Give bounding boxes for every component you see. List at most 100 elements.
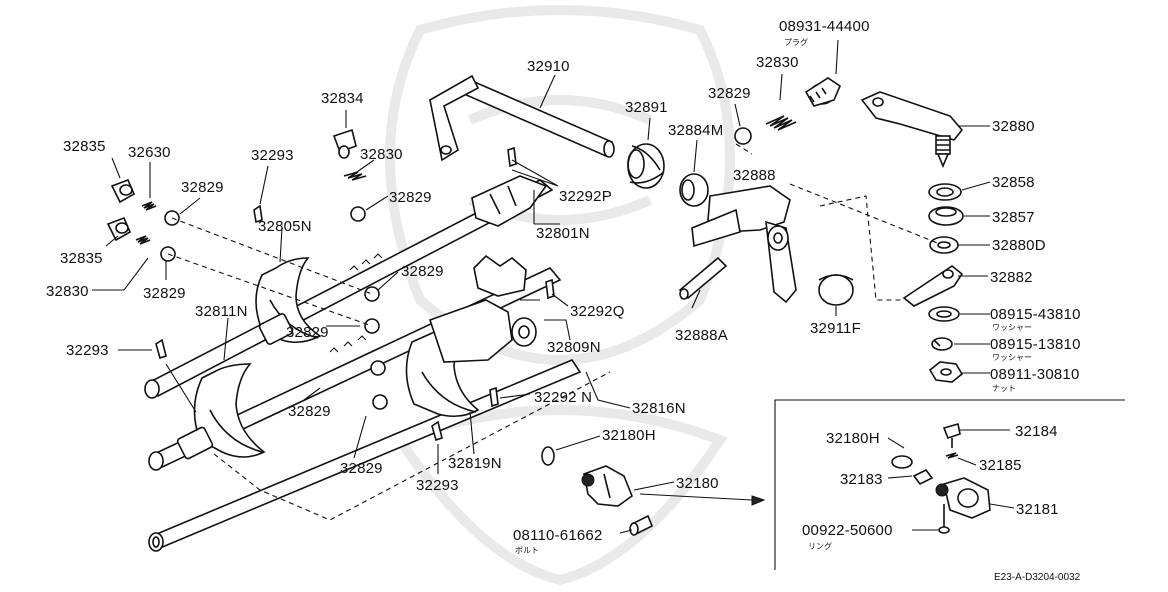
inset-o-ring-32180h	[891, 455, 913, 469]
inset-part-32183	[912, 468, 934, 486]
lever-32882	[902, 265, 964, 307]
spring-32830	[765, 115, 797, 131]
label-32185: 32185	[979, 457, 1022, 474]
bushing-32884m	[679, 173, 709, 207]
select-lever-shaft-32910	[429, 74, 615, 162]
label-32293-a: 32293	[251, 147, 294, 164]
label-32911f: 32911F	[810, 320, 861, 337]
label-washer-a: ワッシャー	[992, 323, 1032, 332]
label-32816n: 32816N	[632, 400, 686, 417]
label-32829-f: 32829	[286, 324, 329, 341]
ball-32829-h	[372, 394, 388, 410]
shift-fork-32816n	[405, 299, 537, 418]
shift-fork-32811n	[176, 363, 266, 460]
label-08931-44400: 08931-44400	[779, 18, 870, 35]
label-32630: 32630	[128, 144, 171, 161]
label-32292p: 32292P	[559, 188, 612, 205]
label-32829-a: 32829	[708, 85, 751, 102]
shift-bracket-32801n	[471, 175, 548, 227]
ball-32829	[734, 127, 752, 145]
label-32184: 32184	[1015, 423, 1058, 440]
label-32829-b: 32829	[181, 179, 224, 196]
part-labels: 08931-44400 プラグ 32830 32910 32829 32834 …	[46, 18, 1081, 583]
washer-32880d	[929, 236, 959, 254]
leader-lines	[92, 39, 1015, 534]
label-32830-a: 32830	[756, 54, 799, 71]
label-washer-b: ワッシャー	[992, 353, 1032, 362]
label-08915-13810: 08915-13810	[990, 336, 1081, 353]
pin-32293-a	[253, 204, 263, 224]
plug-08931-44400	[804, 77, 841, 107]
shift-bracket-32809n	[473, 254, 527, 297]
label-ring: リング	[808, 541, 832, 551]
bolt-08110-61662	[629, 514, 654, 536]
label-32801n: 32801N	[536, 225, 590, 242]
label-32830-c: 32830	[46, 283, 89, 300]
inset-ball-32184	[942, 422, 961, 448]
pin-32292n	[489, 386, 499, 408]
label-32811n: 32811N	[195, 303, 248, 320]
cap-32911f	[818, 274, 854, 306]
label-plug: プラグ	[784, 37, 808, 47]
plug-32834	[332, 128, 357, 159]
label-32809n: 32809N	[547, 339, 601, 356]
label-32293-b: 32293	[66, 342, 109, 359]
pin-32293-c	[431, 420, 443, 442]
label-32829-d: 32829	[401, 263, 444, 280]
label-nut: ナット	[992, 384, 1016, 393]
striking-lever-32888	[691, 185, 797, 304]
lock-washer-08915-13810	[931, 337, 953, 351]
label-32858: 32858	[992, 174, 1035, 191]
label-32829-e: 32829	[143, 285, 186, 302]
nut-08911-30810	[928, 361, 964, 383]
washer-32858	[928, 183, 962, 201]
assembly-dashed-lines	[167, 143, 941, 521]
label-32835-b: 32835	[60, 250, 103, 267]
label-32888: 32888	[733, 167, 776, 184]
detent-notches	[329, 253, 383, 353]
label-32183: 32183	[840, 471, 883, 488]
fork-rod-upper	[144, 179, 554, 399]
label-32910: 32910	[527, 58, 570, 75]
pin-32292q	[545, 278, 555, 300]
bushing-32857	[928, 206, 964, 226]
label-08110-61662: 08110-61662	[513, 527, 603, 544]
label-32884m: 32884M	[668, 122, 723, 139]
label-32835-a: 32835	[63, 138, 106, 155]
plug-32835-b	[106, 216, 132, 242]
label-32292q: 32292Q	[570, 303, 625, 320]
label-32880d: 32880D	[992, 237, 1046, 254]
inset-spring-32185	[945, 452, 959, 459]
plug-32835-a	[110, 178, 136, 204]
dust-boot-32891	[627, 143, 665, 189]
bracket-32880	[860, 91, 964, 169]
label-32805n: 32805N	[258, 218, 312, 235]
ball-32829-b	[350, 206, 366, 222]
label-32834: 32834	[321, 90, 364, 107]
spring-32830-c	[135, 235, 151, 245]
label-32857: 32857	[992, 209, 1035, 226]
label-32292n: 32292 N	[534, 389, 592, 406]
label-32891: 32891	[625, 99, 668, 116]
label-bolt: ボルト	[515, 546, 539, 555]
label-32829-h: 32829	[340, 460, 383, 477]
pin-32888a	[678, 256, 728, 300]
label-32293-c: 32293	[416, 477, 459, 494]
inset-ring-00922-50600	[938, 504, 950, 534]
spring-32630	[141, 201, 157, 211]
label-32882: 32882	[990, 269, 1033, 286]
label-32888a: 32888A	[675, 327, 728, 344]
label-32180h: 32180H	[602, 427, 656, 444]
label-32819n: 32819N	[448, 455, 502, 472]
label-32880: 32880	[992, 118, 1035, 135]
label-32181: 32181	[1016, 501, 1059, 518]
inset-frame	[774, 399, 1125, 570]
washer-08915-43810	[928, 306, 960, 322]
switch-32180	[581, 465, 633, 507]
label-32829-g: 32829	[288, 403, 331, 420]
ball-32829-e	[364, 286, 380, 302]
o-ring-32180h	[541, 446, 555, 466]
ball-32829-g	[370, 360, 386, 376]
diagram-reference-code: E23-A-D3204-0032	[994, 572, 1081, 583]
